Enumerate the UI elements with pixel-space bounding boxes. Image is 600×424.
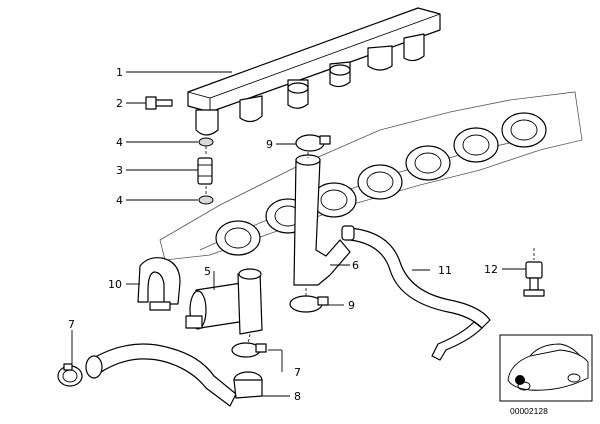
callout-labels: 1 2 4 3 4 9 10 5 6 11 12 9 7 7 8 0000212…: [68, 66, 548, 416]
callout-3: 3: [116, 164, 123, 177]
callout-10: 10: [108, 278, 122, 291]
callout-9-upper: 9: [266, 138, 273, 151]
hose-clamp-left: [57, 363, 83, 387]
connector-clip: [523, 261, 545, 297]
hose-clamp-upper: [295, 134, 331, 152]
callout-4-lower: 4: [116, 194, 123, 207]
retainer-bracket: [137, 257, 181, 311]
catalog-number: 00002128: [510, 406, 548, 416]
bolt: [145, 96, 173, 110]
callout-1: 1: [116, 66, 123, 79]
callout-11: 11: [438, 264, 452, 277]
callout-2: 2: [116, 97, 123, 110]
vehicle-location-inset: [499, 334, 593, 402]
hose-long: [341, 225, 491, 361]
o-ring-upper: [198, 137, 214, 147]
callout-7-right: 7: [294, 366, 301, 379]
fuel-injector: [197, 157, 213, 185]
hose-clamp-lower: [289, 295, 329, 313]
callout-7-left: 7: [68, 318, 75, 331]
callout-4-upper: 4: [116, 136, 123, 149]
leader-lines: [71, 71, 526, 397]
callout-12: 12: [484, 263, 498, 276]
callout-6: 6: [352, 259, 359, 272]
hose-clamp-right: [231, 342, 267, 358]
callout-8: 8: [294, 390, 301, 403]
fuel-rail: [187, 7, 441, 136]
o-ring-lower: [198, 195, 214, 205]
callout-5: 5: [204, 265, 211, 278]
callout-9-lower: 9: [348, 299, 355, 312]
hose-elbow: [85, 343, 263, 407]
y-pipe: [293, 154, 351, 286]
idle-valve: [185, 268, 263, 335]
dashed-connectors: [205, 146, 535, 345]
